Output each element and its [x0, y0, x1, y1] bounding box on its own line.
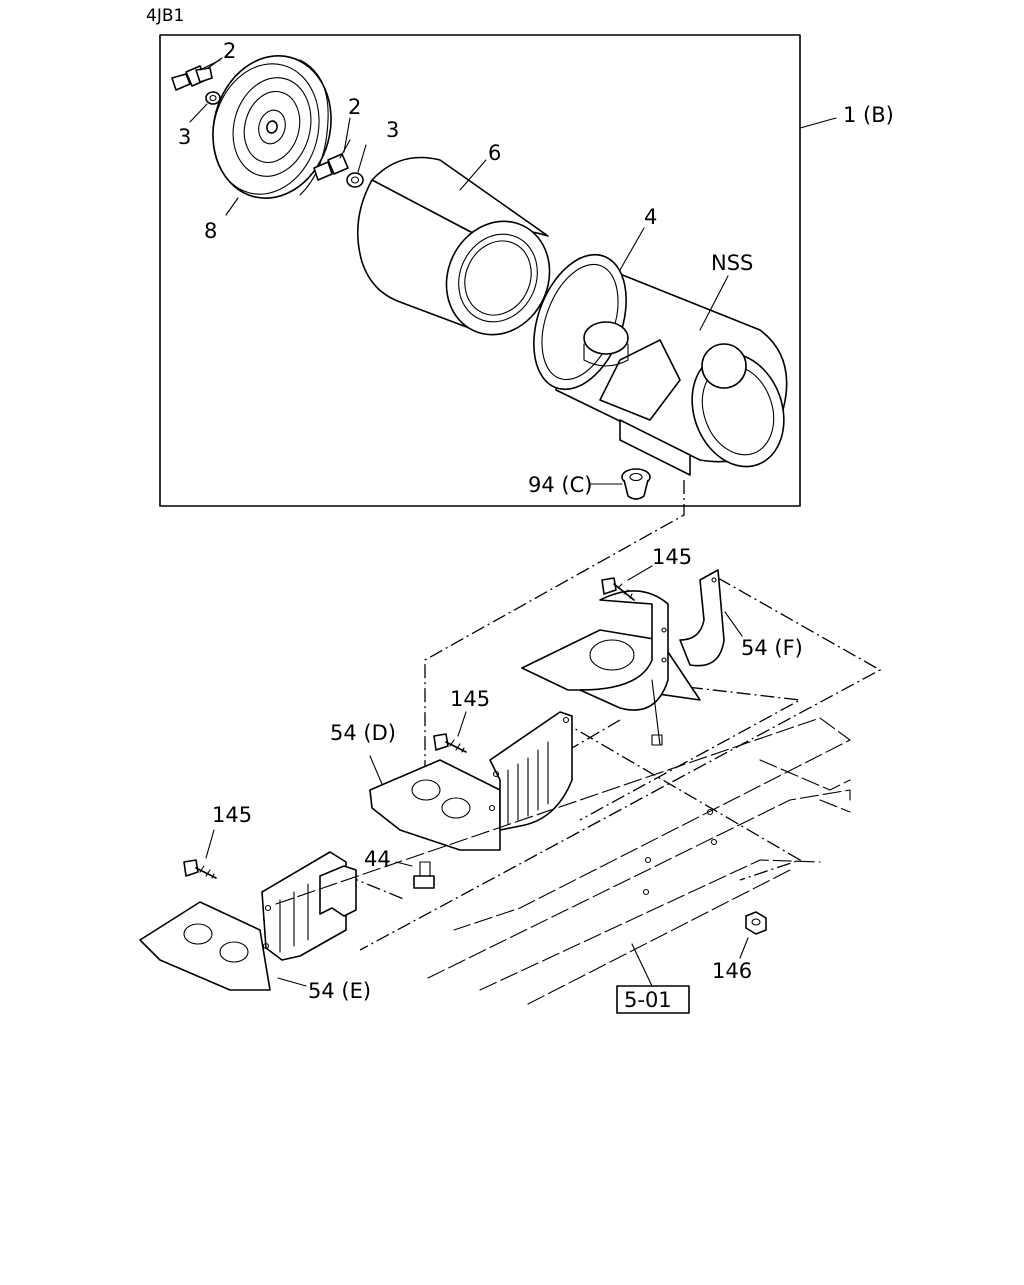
frame-ref-box[interactable]: [616, 985, 690, 1014]
air-cleaner-cover[interactable]: [197, 42, 346, 211]
nut-146-label[interactable]: 146: [712, 959, 752, 983]
bolt-44[interactable]: [413, 861, 435, 889]
engine-code-label: 4JB1: [146, 6, 184, 26]
bolt-145-left[interactable]: [183, 859, 217, 879]
nut-146[interactable]: [745, 911, 767, 935]
wing-bolt-middle-label[interactable]: 2: [348, 95, 361, 119]
washer-middle-label[interactable]: 3: [386, 118, 399, 142]
washer-upper[interactable]: [205, 91, 221, 105]
wing-bolt-upper[interactable]: [171, 59, 221, 91]
gasket-label[interactable]: 4: [644, 205, 657, 229]
bolt-145-mid[interactable]: [433, 733, 467, 753]
bolt-145-top[interactable]: [601, 577, 635, 601]
bolt-145-left-label[interactable]: 145: [212, 803, 252, 827]
assembly-box: [159, 34, 801, 507]
bracket-e[interactable]: [139, 851, 357, 991]
washer-middle[interactable]: [346, 172, 364, 188]
bolt-44-label[interactable]: 44: [364, 847, 391, 871]
washer-upper-label[interactable]: 3: [178, 125, 191, 149]
body-nss-label[interactable]: NSS: [711, 251, 753, 275]
element-label[interactable]: 6: [488, 141, 501, 165]
cover-label[interactable]: 8: [204, 219, 217, 243]
bracket-f[interactable]: [521, 569, 725, 746]
unloader-valve[interactable]: [621, 468, 651, 500]
wing-bolt-middle[interactable]: [313, 139, 351, 181]
filter-element[interactable]: [357, 156, 568, 352]
chassis-frame: [275, 717, 851, 1005]
bolt-145-mid-label[interactable]: 145: [450, 687, 490, 711]
assembly-label[interactable]: 1 (B): [843, 103, 894, 127]
frame-ref-label[interactable]: 5-01: [624, 988, 672, 1012]
air-cleaner-body[interactable]: [517, 242, 800, 480]
gasket-leader: [619, 227, 645, 271]
bracket-e-label[interactable]: 54 (E): [308, 979, 371, 1003]
bracket-f-label[interactable]: 54 (F): [741, 636, 803, 660]
bracket-d[interactable]: [369, 711, 573, 851]
bracket-d-label[interactable]: 54 (D): [330, 721, 396, 745]
valve-label[interactable]: 94 (C): [528, 473, 592, 497]
wing-bolt-upper-label[interactable]: 2: [223, 39, 236, 63]
assembly-leader: [799, 117, 837, 129]
bolt-145-top-label[interactable]: 145: [652, 545, 692, 569]
